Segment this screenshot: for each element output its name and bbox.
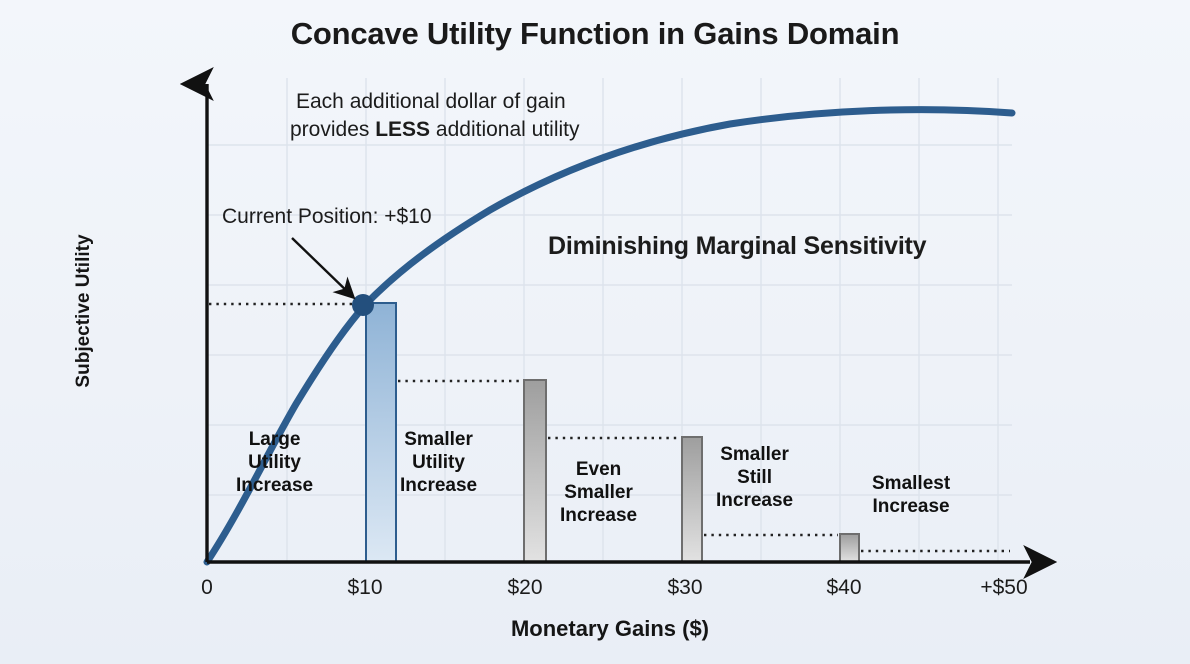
current-position-arrow <box>291 237 356 300</box>
x-tick-label-4: $40 <box>826 576 862 599</box>
bar-label-line: Increase <box>236 475 314 497</box>
x-tick-label-2: $20 <box>507 576 543 599</box>
bar-label-line: Smaller <box>720 444 789 465</box>
bar-label-line: Smaller <box>564 482 633 504</box>
bar-label-line: Utility <box>412 452 465 474</box>
annotation-note-line2-post: additional utility <box>430 118 580 141</box>
bar-label-line: Increase <box>400 475 478 497</box>
bar-label-line: Even <box>575 459 622 480</box>
bar-smaller-still-increase <box>839 533 860 563</box>
bar-series <box>365 302 860 563</box>
dotted-level-lines <box>209 302 1010 553</box>
annotation-current-position: Current Position: +$10 <box>222 205 432 228</box>
bar-label-line: Smaller <box>404 429 473 450</box>
bar-label-line: Utility <box>248 452 301 474</box>
x-tick-label-0: 0 <box>201 576 213 599</box>
x-tick-label-5: +$50 <box>980 576 1028 599</box>
annotation-note-line1: Each additional dollar of gain <box>296 90 566 113</box>
x-tick-label-3: $30 <box>667 576 703 599</box>
x-axis-label: Monetary Gains ($) <box>510 616 710 641</box>
bar-large-utility-increase <box>365 302 397 563</box>
x-tick-label-1: $10 <box>347 576 383 599</box>
y-axis-label: Subjective Utility <box>73 234 94 388</box>
annotation-note-line2-strong: LESS <box>375 118 431 141</box>
bar-smaller-utility-increase <box>523 379 547 563</box>
bar-label-line: Increase <box>560 505 638 527</box>
current-position-marker[interactable] <box>352 294 374 316</box>
bar-label-line: Smallest <box>872 473 951 494</box>
annotation-note-line2: provides LESS additional utility <box>290 118 580 142</box>
utility-curve <box>203 106 1016 566</box>
grid-horizontal <box>207 144 1012 496</box>
bar-label-line: Still <box>737 467 772 489</box>
annotation-note-line2-pre: provides <box>290 118 376 141</box>
bar-label-line: Large <box>248 429 301 450</box>
bar-label-line: Increase <box>716 490 794 512</box>
annotation-diminishing-marginal-sensitivity: Diminishing Marginal Sensitivity <box>548 232 927 260</box>
bar-label-line: Increase <box>872 496 950 518</box>
page-title: Concave Utility Function in Gains Domain <box>290 16 900 51</box>
bar-even-smaller-increase <box>681 436 703 563</box>
